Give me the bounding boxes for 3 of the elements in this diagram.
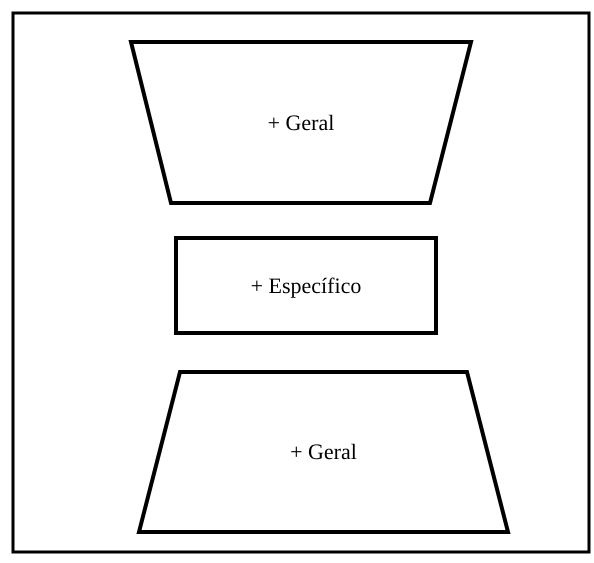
shape-label: + Geral [268, 110, 334, 136]
shape-label: + Específico [250, 272, 362, 298]
shape-label: + Geral [290, 439, 357, 465]
